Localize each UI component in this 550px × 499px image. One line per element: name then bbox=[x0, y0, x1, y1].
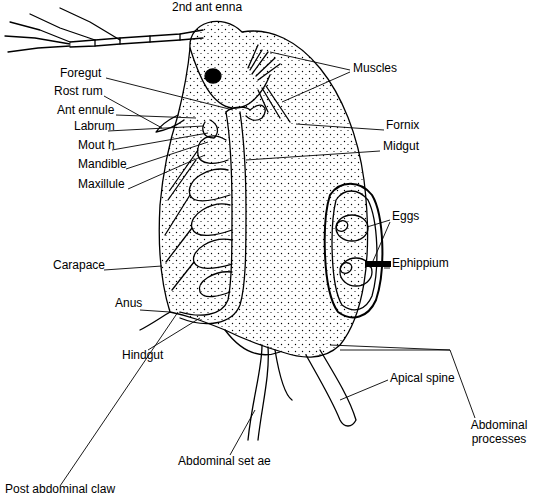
part-label: Muscles bbox=[353, 61, 397, 75]
part-label: Mandible bbox=[78, 157, 127, 171]
part-label: Labrum bbox=[74, 119, 115, 133]
part-label: Midgut bbox=[383, 139, 419, 153]
part-label: Abdominal processes bbox=[462, 418, 536, 446]
part-label: Fornix bbox=[386, 118, 419, 132]
part-label: Apical spine bbox=[390, 371, 455, 385]
part-label: Ephippium bbox=[392, 256, 449, 270]
part-label: Rost rum bbox=[54, 84, 103, 98]
part-label: Eggs bbox=[392, 209, 419, 223]
part-label: Anus bbox=[115, 296, 142, 310]
part-label: Post abdominal claw bbox=[5, 482, 115, 496]
part-label: Hindgut bbox=[122, 348, 163, 362]
part-label: 2nd ant enna bbox=[172, 0, 242, 14]
part-label: Carapace bbox=[53, 258, 105, 272]
part-label: Ant ennule bbox=[57, 103, 114, 117]
part-label: Foregut bbox=[60, 66, 101, 80]
part-label: Abdominal set ae bbox=[178, 454, 271, 468]
part-label: Maxillule bbox=[78, 177, 125, 191]
part-label: Mout h bbox=[78, 138, 115, 152]
